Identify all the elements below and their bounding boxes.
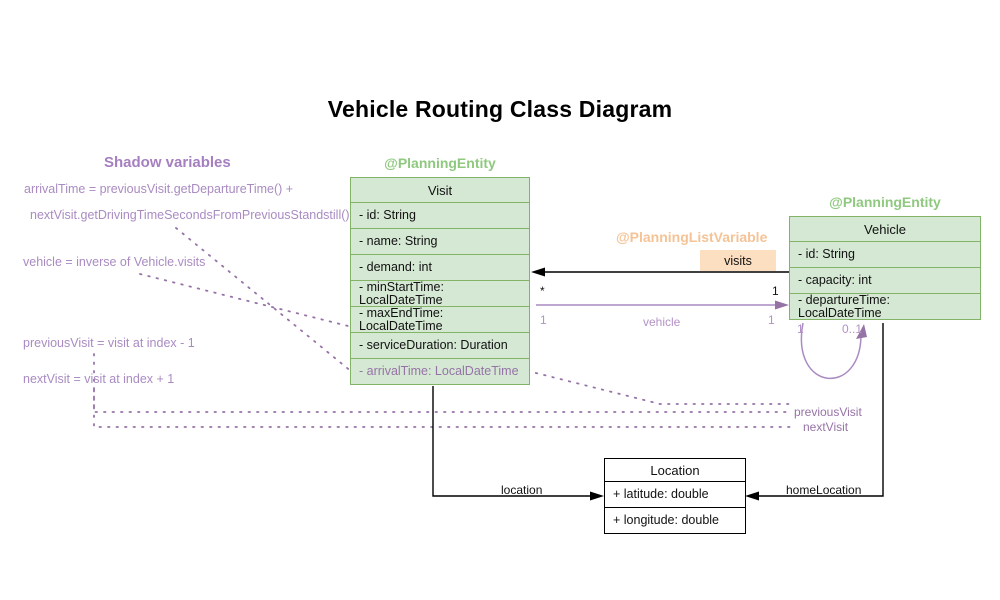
- visit-field-name: - name: String: [350, 229, 530, 255]
- visits-badge: visits: [700, 250, 776, 271]
- vehicle-source-multiplicity: 1: [540, 313, 547, 327]
- visit-class-name: Visit: [350, 177, 530, 203]
- vehicle-stereotype: @PlanningEntity: [829, 194, 941, 210]
- class-box-visit[interactable]: Visit - id: String - name: String - dema…: [350, 177, 530, 385]
- vehicle-field-id: - id: String: [789, 242, 981, 268]
- shadow-link-arrival-time: [175, 227, 353, 373]
- shadow-variables-title: Shadow variables: [104, 154, 231, 171]
- location-association-line: [432, 386, 599, 497]
- home-location-association-arrowhead: [745, 491, 759, 501]
- vehicle-field-departure-time: - departureTime: LocalDateTime: [789, 294, 981, 320]
- vehicle-association-arrowhead: [775, 300, 789, 310]
- self-loop-left-multiplicity: 1: [797, 322, 804, 336]
- visits-target-multiplicity: 1: [772, 284, 779, 298]
- shadow-variable-line-previous-visit: previousVisit = visit at index - 1: [23, 336, 195, 350]
- visit-stereotype: @PlanningEntity: [384, 155, 496, 171]
- visit-field-id: - id: String: [350, 203, 530, 229]
- location-role-label: location: [501, 483, 543, 497]
- location-field-longitude: + longitude: double: [604, 508, 746, 534]
- location-association-arrowhead: [590, 491, 604, 501]
- next-visit-role-label: nextVisit: [803, 420, 849, 434]
- self-loop-right-multiplicity: 0..1: [842, 322, 863, 336]
- visit-field-demand: - demand: int: [350, 255, 530, 281]
- previous-visit-role-label: previousVisit: [794, 405, 862, 419]
- vehicle-class-name: Vehicle: [789, 216, 981, 242]
- visit-field-service-duration: - serviceDuration: Duration: [350, 333, 530, 359]
- vehicle-field-capacity: - capacity: int: [789, 268, 981, 294]
- shadow-link-next-visit: [93, 389, 791, 428]
- visits-association-arrowhead: [531, 267, 545, 277]
- shadow-variable-line-vehicle: vehicle = inverse of Vehicle.visits: [23, 255, 206, 269]
- shadow-variable-line-arrival-1: arrivalTime = previousVisit.getDeparture…: [24, 182, 294, 196]
- location-class-name: Location: [604, 458, 746, 482]
- page-title: Vehicle Routing Class Diagram: [327, 96, 673, 122]
- vehicle-role-label: vehicle: [643, 315, 681, 329]
- class-box-location[interactable]: Location + latitude: double + longitude:…: [604, 458, 746, 534]
- vehicle-target-multiplicity: 1: [768, 313, 775, 327]
- planning-list-variable-stereotype: @PlanningListVariable: [616, 229, 768, 245]
- shadow-variable-line-arrival-2: nextVisit.getDrivingTimeSecondsFromPrevi…: [30, 208, 350, 222]
- visit-field-max-end-time: - maxEndTime: LocalDateTime: [350, 307, 530, 333]
- visit-field-arrival-time: - arrivalTime: LocalDateTime: [350, 359, 530, 385]
- class-box-vehicle[interactable]: Vehicle - id: String - capacity: int - d…: [789, 216, 981, 320]
- shadow-variable-line-next-visit: nextVisit = visit at index + 1: [23, 372, 175, 386]
- home-location-role-label: homeLocation: [786, 483, 862, 497]
- visits-source-multiplicity: *: [540, 284, 545, 298]
- location-field-latitude: + latitude: double: [604, 482, 746, 508]
- visit-field-min-start-time: - minStartTime: LocalDateTime: [350, 281, 530, 307]
